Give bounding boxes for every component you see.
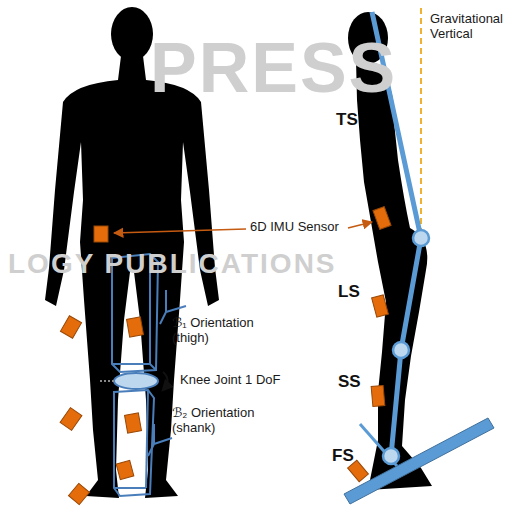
segment-label: TS (336, 110, 358, 130)
gravity-line (420, 8, 422, 232)
segment-label: FS (332, 446, 354, 466)
segment-label: LS (338, 282, 360, 302)
sensor-label: 6D IMU Sensor (250, 220, 339, 235)
rotation-arrow (163, 372, 168, 390)
leader-arrow (348, 222, 372, 228)
segment-boxes (100, 254, 186, 496)
orientation-label: ℬ₂ Orientation (shank) (172, 406, 278, 436)
joint-label: Knee Joint 1 DoF (180, 373, 280, 388)
segment-label: SS (338, 372, 361, 392)
orientation-label: ℬ₁ Orientation (thigh) (172, 316, 278, 346)
watermark: PRESS (150, 28, 397, 109)
axis-label: Gravitational Vertical (430, 12, 525, 42)
leader-arrow (114, 229, 246, 233)
watermark: LOGY PUBLICATIONS (8, 248, 337, 280)
